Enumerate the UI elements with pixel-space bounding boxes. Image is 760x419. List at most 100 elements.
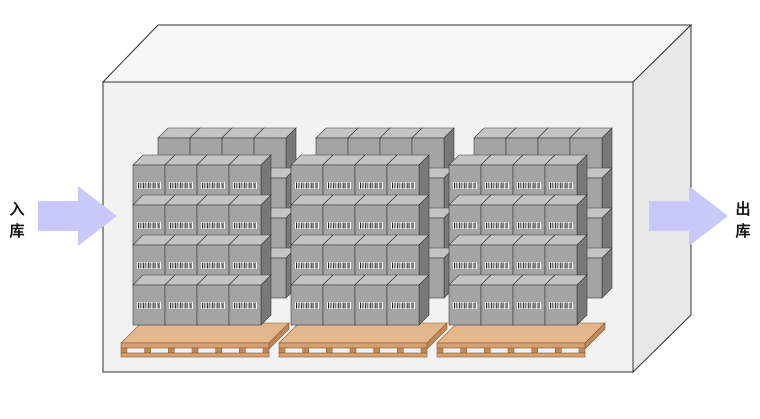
barcode-bar: [362, 302, 363, 309]
barcode-bar: [246, 302, 247, 309]
barcode-bar: [335, 222, 336, 229]
barcode-bar: [338, 302, 340, 309]
pallet-block: [278, 347, 286, 354]
barcode-bar: [348, 262, 350, 269]
barcode-bar: [138, 182, 140, 189]
barcode-bar: [530, 302, 531, 309]
barcode-bar: [528, 302, 530, 309]
barcode-icon: [233, 222, 257, 229]
barcode-bar: [148, 182, 150, 189]
barcode-bar: [412, 262, 414, 269]
barcode-bar: [486, 222, 488, 229]
barcode-bar: [397, 182, 399, 189]
barcode-bar: [188, 302, 190, 309]
barcode-bar: [207, 262, 209, 269]
barcode-bar: [567, 262, 568, 269]
barcode-bar: [506, 262, 508, 269]
barcode-bar: [557, 222, 558, 229]
barcode-bar: [175, 262, 177, 269]
outbound-arrow-icon: [649, 186, 728, 246]
barcode-bar: [151, 262, 153, 269]
barcode-bar: [459, 222, 461, 229]
barcode-bar: [345, 262, 346, 269]
barcode-bar: [565, 302, 567, 309]
barcode-bar: [459, 182, 461, 189]
barcode-bar: [140, 262, 141, 269]
barcode-bar: [553, 222, 555, 229]
barcode-bar: [333, 182, 335, 189]
barcode-bar: [552, 182, 553, 189]
barcode-bar: [494, 302, 496, 309]
pallet-board: [436, 342, 586, 349]
barcode-icon: [549, 302, 573, 309]
barcode-bar: [535, 222, 536, 229]
barcode-bar: [242, 182, 244, 189]
barcode-bar: [552, 302, 553, 309]
barcode-bar: [400, 262, 402, 269]
barcode-bar: [498, 222, 499, 229]
barcode-bar: [363, 262, 365, 269]
barcode-bar: [526, 262, 528, 269]
barcode-bar: [565, 262, 567, 269]
barcode-bar: [375, 182, 377, 189]
barcode-bar: [314, 222, 316, 229]
barcode-bar: [170, 182, 172, 189]
barcode-bar: [146, 222, 148, 229]
barcode-bar: [210, 302, 212, 309]
outbound-group: 出 库: [649, 186, 751, 246]
barcode-bar: [402, 262, 404, 269]
barcode-bar: [331, 222, 333, 229]
barcode-bar: [153, 262, 155, 269]
barcode-bar: [252, 302, 254, 309]
barcode-bar: [173, 222, 175, 229]
barcode-bar: [241, 222, 242, 229]
barcode-bar: [145, 222, 146, 229]
barcode-bar: [466, 182, 467, 189]
barcode-bar: [474, 262, 476, 269]
barcode-bar: [471, 302, 472, 309]
barcode-icon: [327, 262, 351, 269]
barcode-bar: [345, 302, 346, 309]
barcode-bar: [410, 262, 412, 269]
barcode-bar: [395, 262, 397, 269]
barcode-bar: [298, 182, 299, 189]
barcode-bar: [296, 182, 298, 189]
barcode-icon: [485, 222, 509, 229]
barcode-bar: [202, 302, 204, 309]
barcode-bar: [148, 262, 150, 269]
barcode-bar: [404, 222, 405, 229]
barcode-bar: [521, 302, 523, 309]
pallet-group: [278, 127, 455, 358]
barcode-bar: [372, 302, 373, 309]
barcode-bar: [362, 222, 363, 229]
barcode-bar: [410, 222, 412, 229]
barcode-bar: [533, 222, 535, 229]
barcode-bar: [177, 302, 178, 309]
barcode-bar: [304, 302, 306, 309]
barcode-bar: [456, 262, 457, 269]
barcode-bar: [498, 302, 499, 309]
barcode-bar: [249, 182, 251, 189]
barcode-bar: [394, 302, 395, 309]
barcode-bar: [499, 302, 501, 309]
inbound-group: 入 库: [9, 186, 117, 246]
barcode-bar: [395, 182, 397, 189]
barcode-bar: [530, 262, 531, 269]
barcode-bar: [558, 302, 560, 309]
barcode-bar: [503, 262, 504, 269]
barcode-bar: [373, 262, 375, 269]
barcode-bar: [557, 302, 558, 309]
barcode-bar: [562, 262, 563, 269]
barcode-bar: [570, 262, 572, 269]
outbound-label-1: 出: [735, 200, 750, 218]
barcode-bar: [311, 262, 313, 269]
barcode-bar: [407, 262, 409, 269]
barcode-bar: [151, 222, 153, 229]
barcode-bar: [177, 182, 178, 189]
pallet-block: [349, 347, 357, 354]
barcode-bar: [304, 222, 306, 229]
barcode-bar: [464, 302, 466, 309]
barcode-bar: [143, 262, 145, 269]
barcode-bar: [378, 222, 380, 229]
barcode-bar: [313, 262, 314, 269]
